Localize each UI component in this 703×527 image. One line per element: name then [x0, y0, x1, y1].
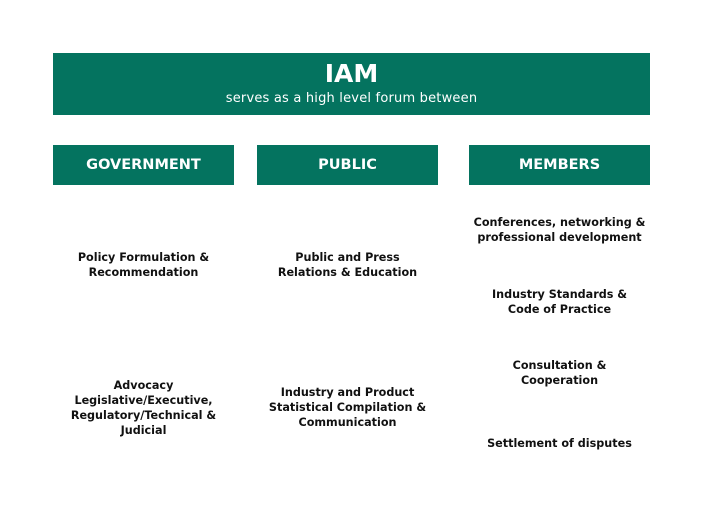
- public-header: PUBLIC: [257, 145, 438, 185]
- banner-title: IAM: [324, 59, 379, 88]
- public-item-statistics: Industry and Product Statistical Compila…: [268, 386, 427, 429]
- public-item-press: Public and Press Relations & Education: [277, 251, 418, 279]
- banner-subtitle: serves as a high level forum between: [225, 91, 478, 106]
- members-item-conferences: Conferences, networking & professional d…: [473, 216, 646, 244]
- members-item-consultation: Consultation & Cooperation: [512, 359, 607, 387]
- members-item-standards: Industry Standards & Code of Practice: [491, 288, 628, 316]
- government-item-advocacy: Advocacy Legislative/Executive, Regulato…: [70, 379, 217, 437]
- title-banner: IAM serves as a high level forum between: [53, 53, 650, 115]
- government-item-policy: Policy Formulation & Recommendation: [77, 251, 210, 279]
- members-item-disputes: Settlement of disputes: [487, 437, 632, 450]
- members-header: MEMBERS: [469, 145, 650, 185]
- government-header: GOVERNMENT: [53, 145, 234, 185]
